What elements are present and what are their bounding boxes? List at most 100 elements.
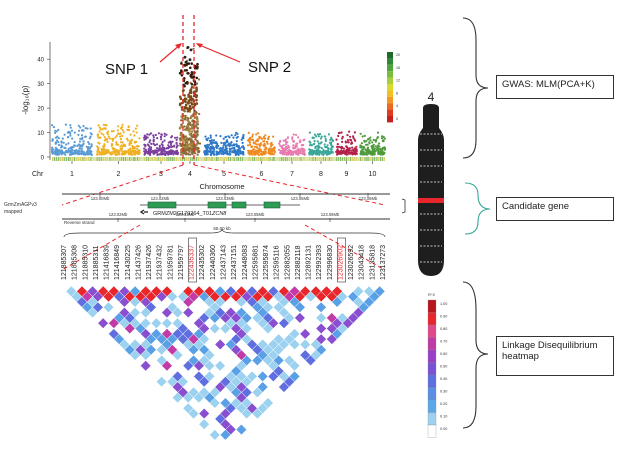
snp-point: [173, 136, 177, 139]
snp-point: [132, 130, 135, 133]
snp-point: [348, 147, 351, 150]
exon: [207, 201, 227, 209]
snp-point: [336, 153, 339, 156]
snp-point: [64, 123, 67, 126]
snp-id: 121959781: [167, 245, 174, 280]
snp-point: [86, 147, 90, 150]
snp-point: [88, 147, 92, 150]
candidate-gene-box: Candidate gene: [496, 197, 614, 221]
snp-point: [121, 134, 124, 137]
snp-point: [79, 137, 82, 140]
snp-point: [355, 145, 358, 148]
legend-swatch: [387, 90, 393, 97]
snp-point: [101, 128, 104, 131]
snp-point: [111, 147, 114, 150]
snp-point: [220, 141, 223, 144]
scale-label: 0.80: [440, 327, 447, 331]
peak-point: [180, 148, 183, 152]
snp-point: [52, 126, 56, 129]
snp-point: [206, 153, 209, 156]
peak-point: [190, 71, 194, 74]
snp-point: [249, 136, 252, 139]
snp-point: [344, 140, 347, 143]
snp-point: [315, 135, 318, 138]
snp-point: [121, 123, 124, 126]
snp-point: [89, 150, 92, 154]
snp-point: [340, 131, 343, 134]
snp-point: [283, 147, 286, 150]
snp-point: [278, 148, 281, 151]
snp-point: [371, 144, 375, 147]
peak-point: [187, 122, 190, 126]
ld-heatmap: [65, 285, 386, 446]
snp-point: [128, 143, 131, 146]
snp-id: 122882118: [295, 245, 302, 280]
snp-point: [292, 144, 295, 147]
snp-point: [351, 153, 354, 156]
snp-point: [133, 134, 136, 137]
y-tick-label: 20: [37, 107, 44, 113]
snp1-arrowhead: [175, 43, 182, 49]
snp-point: [341, 137, 344, 140]
snp-point: [104, 148, 107, 151]
snp-point: [355, 148, 358, 151]
coord-label: 123.02Mb: [109, 212, 128, 217]
snp-point: [309, 143, 312, 146]
snp-point: [55, 153, 59, 156]
snp-point: [154, 133, 157, 137]
snp-point: [170, 151, 173, 154]
legend-label: 20: [396, 53, 400, 57]
gwas-brace: [462, 17, 489, 159]
peak-point: [195, 76, 199, 80]
snp-point: [56, 150, 59, 153]
snp-point: [173, 144, 176, 147]
snp-id: 122595874: [263, 245, 270, 280]
scale-label: 0.70: [440, 340, 447, 344]
snp-point: [99, 128, 102, 131]
y-tick-label: 30: [37, 82, 44, 88]
snp-point: [57, 149, 61, 152]
peak-point: [178, 71, 182, 75]
snp-point: [129, 153, 132, 156]
snp-id: 121416839: [104, 245, 111, 280]
scale-label: 0.20: [440, 402, 447, 406]
peak-point: [195, 117, 199, 121]
snp-point: [286, 136, 289, 139]
snp-point: [51, 150, 54, 153]
snp-point: [247, 139, 250, 142]
marker-density-strip: [52, 157, 385, 161]
snp-point: [115, 149, 118, 152]
snp-point: [85, 153, 89, 156]
coord-label: 123.06Mb: [321, 212, 340, 217]
legend-swatch: [387, 71, 393, 78]
snp-id: 122882055: [284, 245, 291, 280]
peak-point: [195, 121, 198, 124]
snp-point: [336, 148, 339, 151]
peak-point: [188, 98, 192, 101]
snp-point: [108, 151, 111, 154]
snp-point: [278, 140, 282, 143]
snp-point: [71, 151, 74, 154]
snp-id: 121416849: [114, 245, 121, 280]
snp-point: [324, 146, 327, 149]
snp-point: [378, 142, 381, 145]
snp-point: [206, 150, 209, 154]
snp-point: [215, 152, 218, 155]
snp-point: [167, 141, 170, 144]
snp-id: 123137273: [380, 245, 387, 280]
peak-point: [187, 109, 190, 113]
snp-point: [349, 138, 352, 141]
snp-point: [133, 141, 137, 144]
snp-point: [169, 143, 173, 146]
peak-point: [187, 62, 191, 65]
snp-point: [74, 144, 77, 147]
snp-point: [110, 151, 113, 155]
peak-point: [193, 116, 197, 119]
snp-point: [365, 151, 368, 154]
snp-point: [208, 147, 211, 150]
snp-point: [188, 150, 191, 153]
peak-point: [195, 143, 198, 146]
snp-point: [214, 141, 218, 144]
snp-point: [161, 153, 164, 156]
